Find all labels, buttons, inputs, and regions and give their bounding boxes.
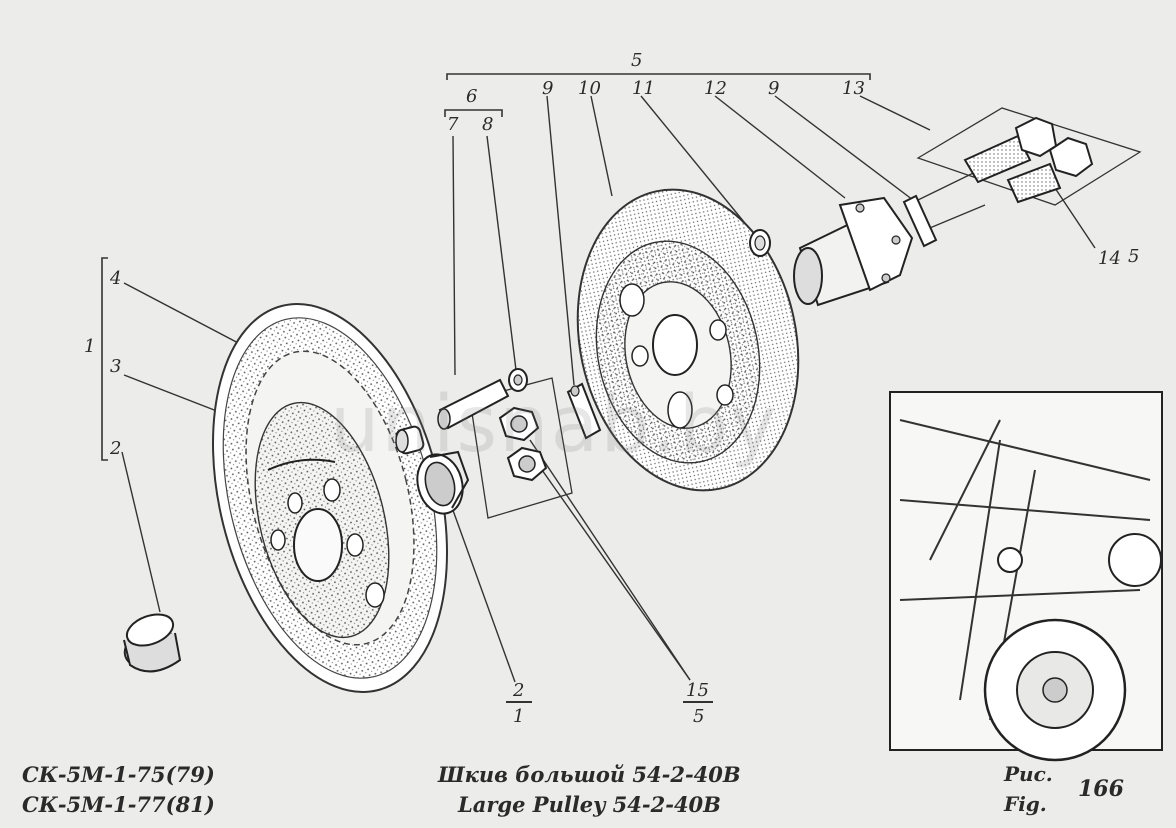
washer-8 bbox=[508, 368, 528, 392]
label-4: 4 bbox=[110, 268, 122, 289]
pulley-disc-10 bbox=[576, 188, 800, 492]
label-9-right: 9 bbox=[768, 78, 780, 99]
label-3: 3 bbox=[110, 356, 122, 377]
washer-11 bbox=[749, 229, 771, 257]
bushing-4 bbox=[395, 425, 425, 455]
model-code-1: СК-5М-1-75(79) bbox=[22, 762, 215, 787]
nuts-15 bbox=[498, 406, 548, 482]
label-8: 8 bbox=[482, 114, 494, 135]
label-2-numerator: 2 bbox=[513, 680, 525, 701]
bushing-ring bbox=[416, 450, 470, 515]
label-11: 11 bbox=[632, 78, 655, 99]
label-1-denominator: 1 bbox=[513, 706, 525, 727]
label-14-group: 5 bbox=[1128, 246, 1140, 267]
lock-plate-9-right bbox=[902, 194, 938, 248]
large-pulley-disc bbox=[212, 303, 448, 693]
label-2: 2 bbox=[110, 438, 122, 459]
bracket-6 bbox=[444, 109, 503, 117]
leader-lines bbox=[121, 95, 1096, 683]
title-russian: Шкив большой 54-2-40В bbox=[438, 762, 741, 787]
label-7: 7 bbox=[447, 114, 459, 135]
label-10: 10 bbox=[578, 78, 601, 99]
bracket-5 bbox=[446, 73, 871, 80]
label-15-numerator: 15 bbox=[686, 680, 709, 701]
label-5-denominator: 5 bbox=[693, 706, 705, 727]
label-14: 14 bbox=[1098, 248, 1121, 269]
bushing-2 bbox=[123, 613, 182, 673]
label-13: 13 bbox=[842, 78, 865, 99]
fraction-line-2 bbox=[506, 701, 532, 703]
label-5: 5 bbox=[631, 50, 643, 71]
figure-label-russian: Рис. bbox=[1004, 762, 1053, 786]
inset-photo bbox=[889, 391, 1163, 762]
label-12: 12 bbox=[704, 78, 727, 99]
watermark: unisnab.by bbox=[330, 380, 779, 470]
fraction-line-15 bbox=[683, 701, 713, 703]
label-6: 6 bbox=[466, 86, 478, 107]
model-code-2: СК-5М-1-77(81) bbox=[22, 792, 215, 817]
hub-12 bbox=[793, 196, 914, 307]
figure-label-english: Fig. bbox=[1004, 792, 1047, 816]
pin-7 bbox=[437, 378, 510, 430]
label-1: 1 bbox=[84, 336, 96, 357]
title-english: Large Pulley 54-2-40В bbox=[458, 792, 721, 817]
lock-plate-9 bbox=[566, 382, 602, 440]
label-9: 9 bbox=[542, 78, 554, 99]
figure-number: 166 bbox=[1078, 776, 1124, 802]
bracket-1 bbox=[101, 257, 108, 461]
bolts-13-14 bbox=[963, 116, 1094, 204]
